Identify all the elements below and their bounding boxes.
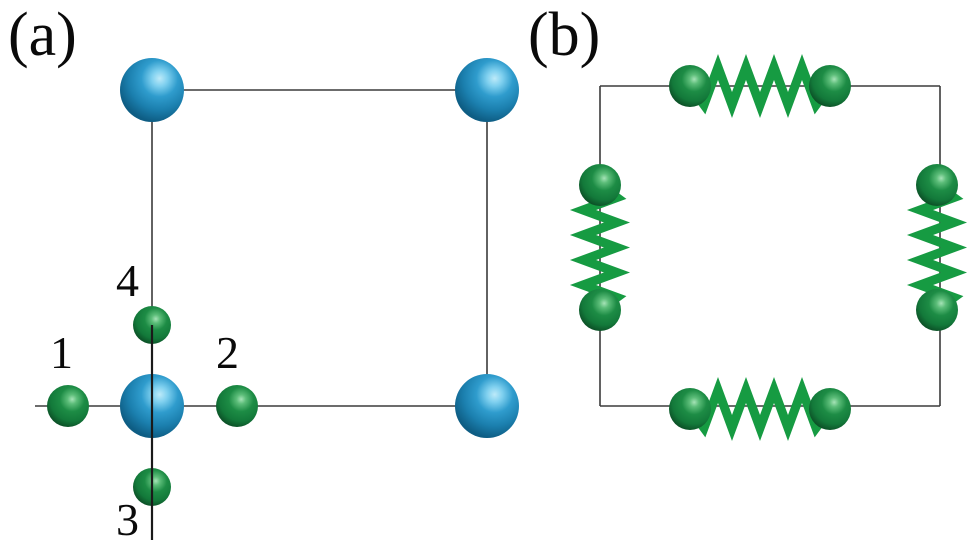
spring-bottom-atom-end bbox=[809, 388, 851, 430]
spring-right-atom-start bbox=[916, 164, 958, 206]
spring-right bbox=[906, 181, 968, 314]
spring-left-atom-start bbox=[579, 164, 621, 206]
panel-a-bond-lines bbox=[35, 89, 488, 540]
blue-atom-top-right bbox=[455, 58, 519, 122]
atom-number-3: 3 bbox=[116, 494, 139, 545]
panel-b-square-frame bbox=[599, 85, 941, 407]
green-atom-1 bbox=[47, 385, 89, 427]
spring-top-atom-start bbox=[669, 65, 711, 107]
panel-a-blue-atoms bbox=[120, 58, 519, 438]
blue-atom-bottom-right bbox=[455, 374, 519, 438]
atom-number-4: 4 bbox=[116, 255, 139, 306]
spring-bottom-atom-start bbox=[669, 388, 711, 430]
spring-top-atom-end bbox=[809, 65, 851, 107]
spring-left-atom-end bbox=[579, 289, 621, 331]
panel-label-b: (b) bbox=[528, 1, 601, 69]
atom-number-1: 1 bbox=[50, 327, 73, 378]
panel-b-springs bbox=[569, 53, 968, 442]
spring-top bbox=[686, 53, 834, 119]
green-atom-2 bbox=[216, 385, 258, 427]
panel-a-green-atoms bbox=[47, 306, 258, 540]
spring-right-atom-end bbox=[916, 289, 958, 331]
panel-label-a: (a) bbox=[8, 1, 77, 69]
spring-bottom bbox=[686, 376, 834, 442]
blue-atom-top-left bbox=[120, 58, 184, 122]
atom-number-2: 2 bbox=[216, 327, 239, 378]
panel-b-green-atoms bbox=[579, 65, 958, 430]
spring-left bbox=[569, 181, 631, 314]
